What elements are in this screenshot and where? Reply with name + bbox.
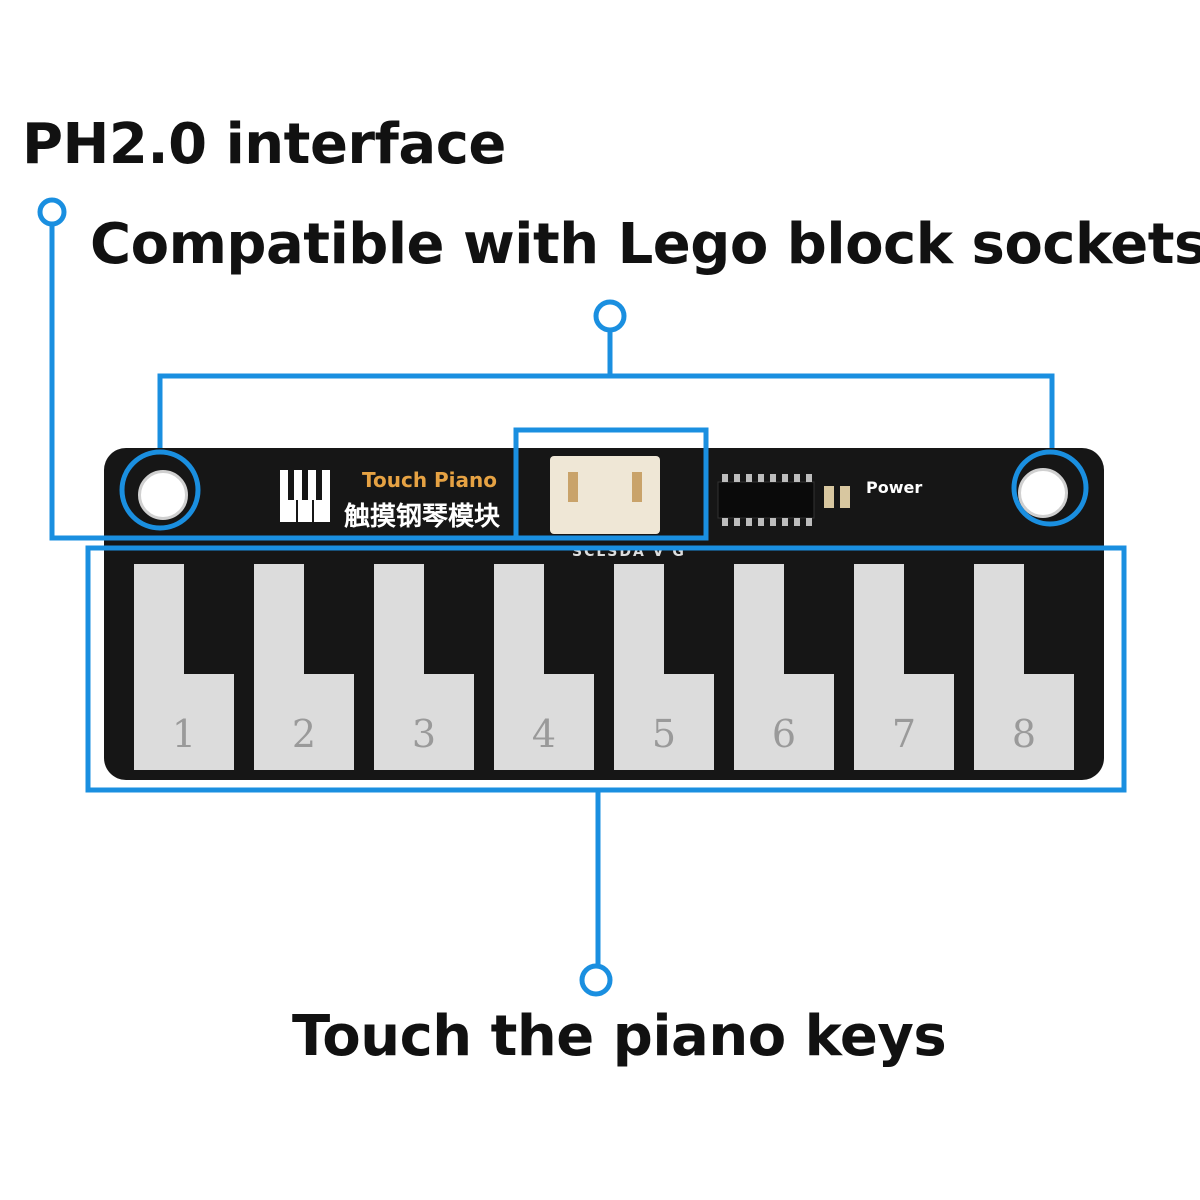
piano-keys: 1 2 3 4 5 6 7 8 — [134, 564, 1074, 770]
power-label: Power — [866, 478, 923, 497]
piano-key-1: 1 — [134, 564, 234, 770]
piano-key-number: 1 — [171, 712, 197, 756]
brand-name-english: Touch Piano — [362, 468, 498, 492]
ph2-connector — [550, 456, 660, 534]
piano-key-4: 4 — [494, 564, 594, 770]
piano-key-3: 3 — [374, 564, 474, 770]
brand-name-chinese: 触摸钢琴模块 — [344, 502, 501, 532]
piano-key-number: 4 — [531, 712, 557, 756]
lego-compatible-label: Compatible with Lego block sockets — [90, 212, 1200, 277]
piano-key-2: 2 — [254, 564, 354, 770]
touch-piano-board: Touch Piano 触摸钢琴模块 SCLSDA V G Power 1 2 3 4… — [104, 448, 1104, 780]
piano-key-number: 5 — [651, 712, 677, 756]
piano-key-6: 6 — [734, 564, 834, 770]
piano-logo-icon — [280, 470, 330, 522]
piano-key-8: 8 — [974, 564, 1074, 770]
piano-key-7: 7 — [854, 564, 954, 770]
piano-key-5: 5 — [614, 564, 714, 770]
piano-key-number: 3 — [411, 712, 437, 756]
touch-keys-label: Touch the piano keys — [292, 1004, 947, 1069]
mounting-hole-right — [1018, 468, 1068, 518]
piano-key-number: 8 — [1011, 712, 1037, 756]
ph-interface-label: PH2.0 interface — [22, 112, 506, 177]
pin-labels: SCLSDA V G — [572, 544, 686, 560]
ic-chip-icon — [717, 474, 850, 526]
mounting-hole-left — [138, 470, 188, 520]
piano-key-number: 7 — [891, 712, 917, 756]
piano-key-number: 2 — [291, 712, 317, 756]
piano-key-number: 6 — [771, 712, 797, 756]
